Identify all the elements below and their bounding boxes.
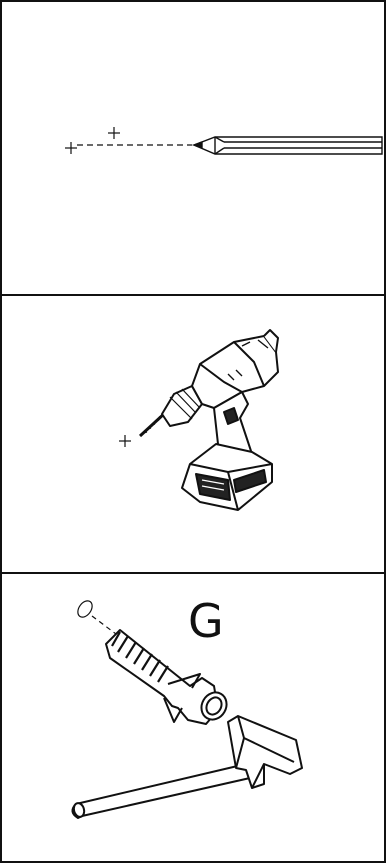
pencil-icon	[194, 137, 382, 154]
step-panel-drill	[0, 294, 386, 574]
crosshair-icon	[65, 142, 77, 154]
dashed-guide-line	[92, 616, 116, 634]
step-panel-mark	[0, 0, 386, 296]
step-panel-anchor: G	[0, 572, 386, 863]
anchor-illustration	[2, 574, 384, 861]
hammer-icon	[72, 716, 302, 818]
drill-illustration	[2, 296, 384, 574]
crosshair-icon	[119, 435, 131, 447]
cordless-drill-icon	[140, 330, 278, 510]
crosshair-icon	[108, 127, 120, 139]
mark-illustration	[2, 2, 384, 296]
wall-plug-icon	[106, 630, 231, 724]
